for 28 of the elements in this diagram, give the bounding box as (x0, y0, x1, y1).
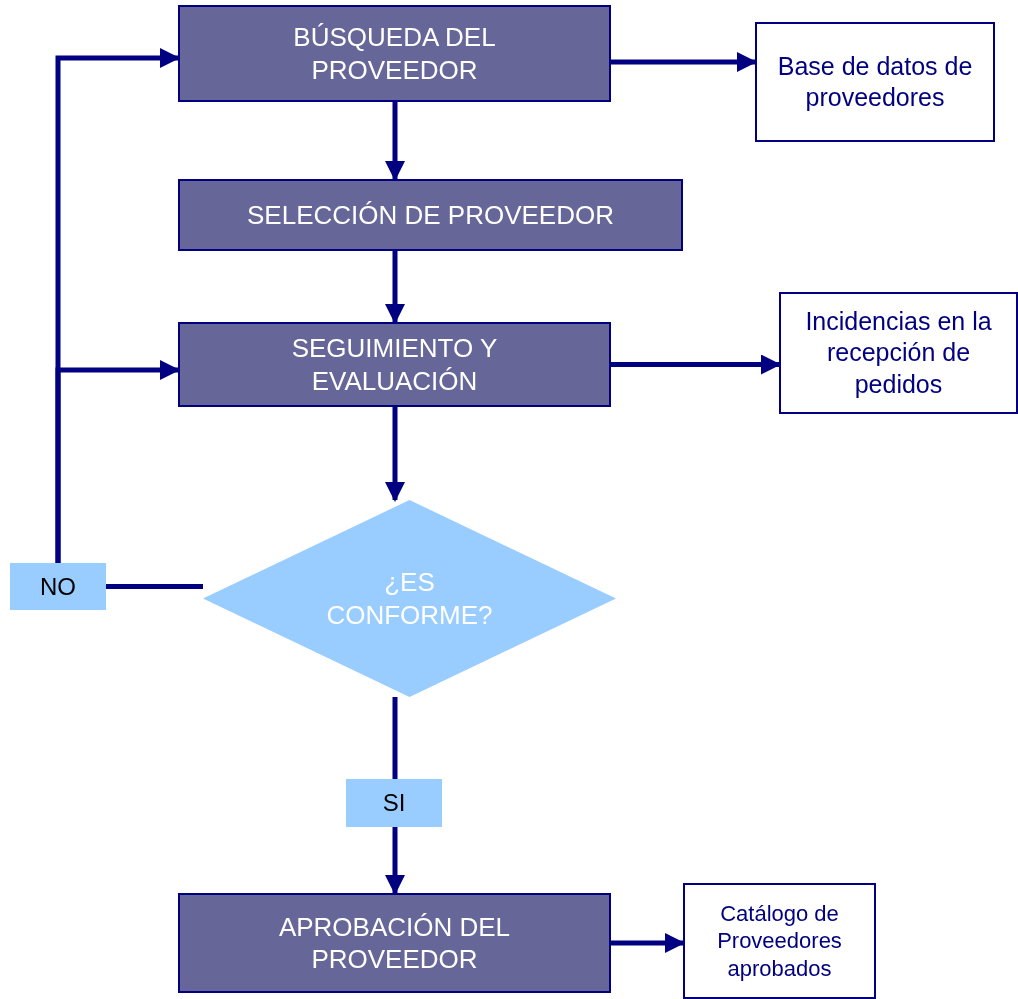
node-label: Incidencias en la recepción de pedidos (804, 306, 993, 400)
node-label: BÚSQUEDA DEL PROVEEDOR (292, 21, 497, 86)
node-label: SEGUIMIENTO Y EVALUACIÓN (290, 332, 499, 397)
arrow (611, 354, 781, 375)
process-box (178, 179, 683, 251)
answer-box (10, 563, 106, 610)
node-label: SELECCIÓN DE PROVEEDOR (247, 198, 614, 232)
node-label: Catálogo de Proveedores aprobados (716, 899, 843, 983)
node-label: SI (382, 788, 406, 818)
answer-box (346, 779, 442, 827)
arrow (55, 360, 180, 563)
arrow (385, 827, 405, 895)
document-box (755, 22, 995, 142)
arrow (611, 52, 757, 72)
decision-diamond (203, 500, 616, 697)
document-box (683, 883, 876, 999)
process-box (178, 322, 611, 407)
arrow (385, 407, 405, 502)
node-label: ¿ES CONFORME? (325, 566, 494, 631)
process-box (178, 5, 611, 102)
document-box (779, 292, 1018, 414)
node-label: Base de datos de proveedores (776, 50, 974, 113)
node-label: APROBACIÓN DEL PROVEEDOR (277, 910, 512, 976)
arrow (611, 933, 685, 953)
process-box (178, 893, 611, 993)
arrow (385, 251, 405, 324)
arrow (385, 102, 405, 181)
node-label: NO (40, 571, 76, 602)
